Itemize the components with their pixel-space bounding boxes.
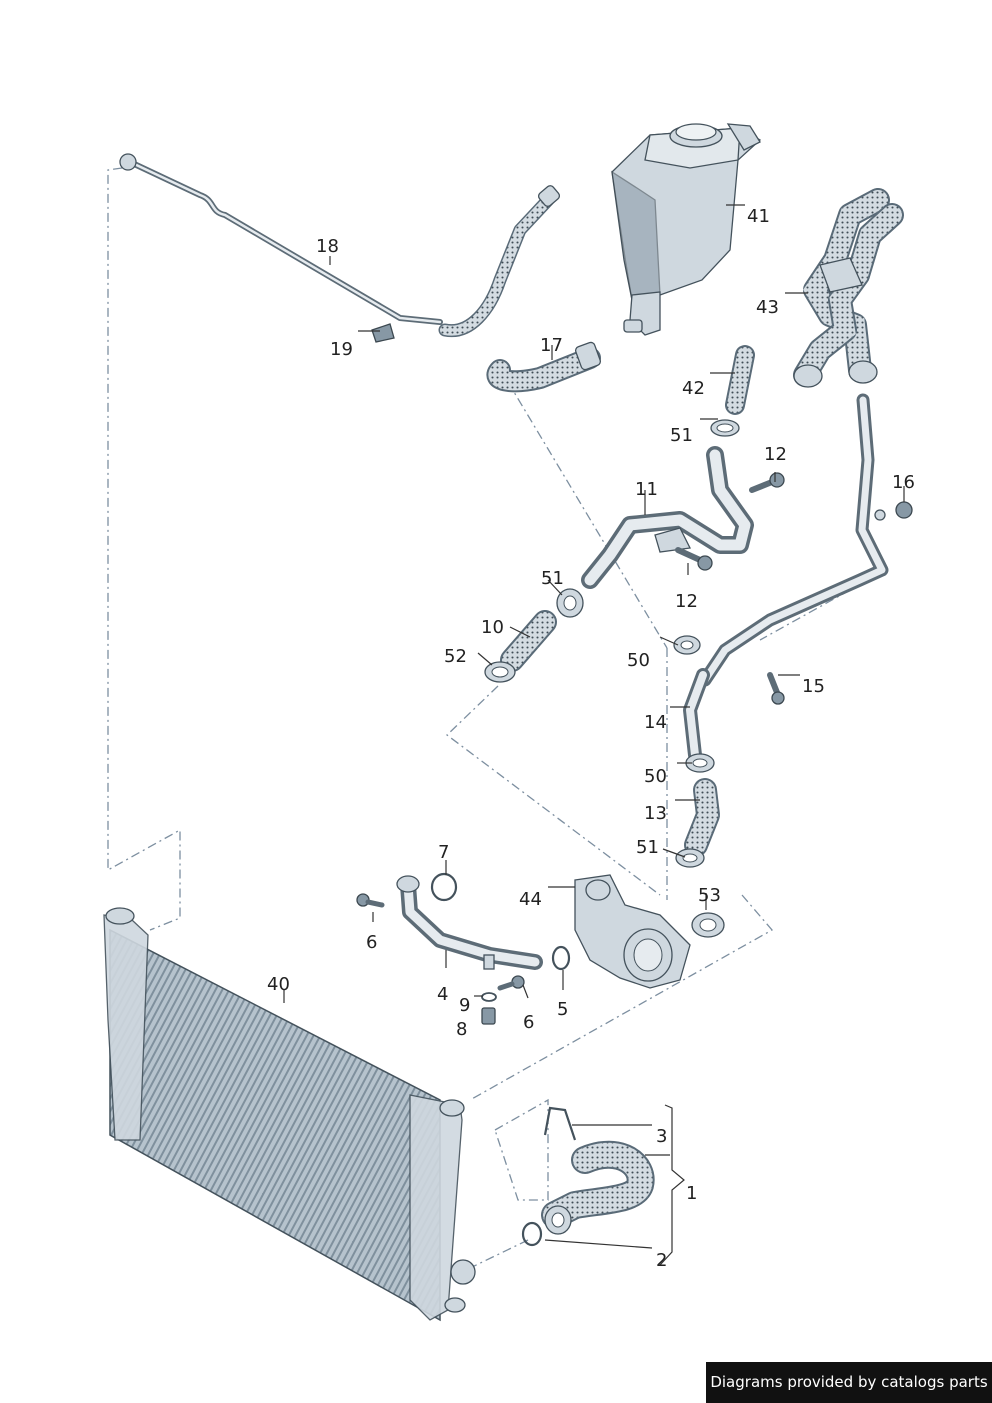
part-5-o-ring <box>551 945 571 971</box>
part-13-hose <box>684 778 720 857</box>
part-41-expansion-tank <box>611 123 762 336</box>
callout-50-upper: 50 <box>627 650 650 671</box>
callout-41: 41 <box>747 206 770 227</box>
callout-53: 53 <box>698 885 721 906</box>
callout-40: 40 <box>267 974 290 995</box>
part-50-clamp-lower <box>685 753 715 773</box>
credit-banner: Diagrams provided by catalogs parts <box>706 1362 992 1403</box>
callout-3: 3 <box>656 1126 668 1147</box>
part-16-nut <box>874 501 913 521</box>
callout-7: 7 <box>438 842 450 863</box>
callout-11: 11 <box>635 479 658 500</box>
callout-6-left: 6 <box>366 932 378 953</box>
part-18-bleeder-line <box>119 153 561 338</box>
part-43-heater-hoses <box>793 188 904 388</box>
part-4-pipe <box>396 875 543 970</box>
callout-6-right: 6 <box>523 1012 535 1033</box>
part-42-hose <box>725 345 755 415</box>
part-15-return-pipe <box>698 393 889 705</box>
callout-17: 17 <box>540 335 563 356</box>
part-51-clamp-lower <box>675 848 705 868</box>
assembly-lines <box>107 167 851 1269</box>
callout-2: 2 <box>656 1250 668 1271</box>
part-6-bolt-right <box>497 975 525 991</box>
part-17-hose <box>486 341 602 393</box>
part-11-coolant-pipe <box>581 446 754 589</box>
part-1-lower-hose <box>541 1140 655 1235</box>
callout-51-lower: 51 <box>636 837 659 858</box>
part-8-plug <box>481 1007 496 1025</box>
part-53-clamp <box>691 912 725 938</box>
part-52-clamp <box>484 661 516 683</box>
callout-4: 4 <box>437 984 449 1005</box>
part-50-clamp-upper <box>673 635 701 655</box>
callout-43: 43 <box>756 297 779 318</box>
part-9-seal <box>481 992 497 1002</box>
callout-51-mid: 51 <box>541 568 564 589</box>
callout-5: 5 <box>557 999 569 1020</box>
callout-52: 52 <box>444 646 467 667</box>
part-51-clamp-upper <box>710 419 740 437</box>
part-3-clip <box>543 1106 577 1141</box>
part-40-radiator <box>103 907 476 1322</box>
callout-51-upper: 51 <box>670 425 693 446</box>
callout-9: 9 <box>459 995 471 1016</box>
part-7-o-ring <box>430 872 458 902</box>
part-12-bolt-upper <box>749 472 785 493</box>
callout-42: 42 <box>682 378 705 399</box>
callout-13: 13 <box>644 803 667 824</box>
callout-16: 16 <box>892 472 915 493</box>
callout-18: 18 <box>316 236 339 257</box>
callout-12-upper: 12 <box>764 444 787 465</box>
callout-12-lower: 12 <box>675 591 698 612</box>
callout-44: 44 <box>519 889 542 910</box>
part-44-thermostat-housing <box>574 874 691 989</box>
part-10-hose <box>500 610 557 672</box>
callout-8: 8 <box>456 1019 468 1040</box>
part-19-clip <box>371 323 395 343</box>
callout-10: 10 <box>481 617 504 638</box>
callout-50-lower: 50 <box>644 766 667 787</box>
part-2-o-ring <box>521 1221 543 1247</box>
callout-15: 15 <box>802 676 825 697</box>
leader-lines <box>283 204 905 1266</box>
callout-1: 1 <box>686 1183 698 1204</box>
callout-14: 14 <box>644 712 667 733</box>
part-51-clamp-mid <box>556 588 584 618</box>
part-12-bolt-lower <box>675 547 713 571</box>
callout-19: 19 <box>330 339 353 360</box>
part-6-bolt-left <box>356 893 385 908</box>
part-14-pipe <box>683 668 710 762</box>
